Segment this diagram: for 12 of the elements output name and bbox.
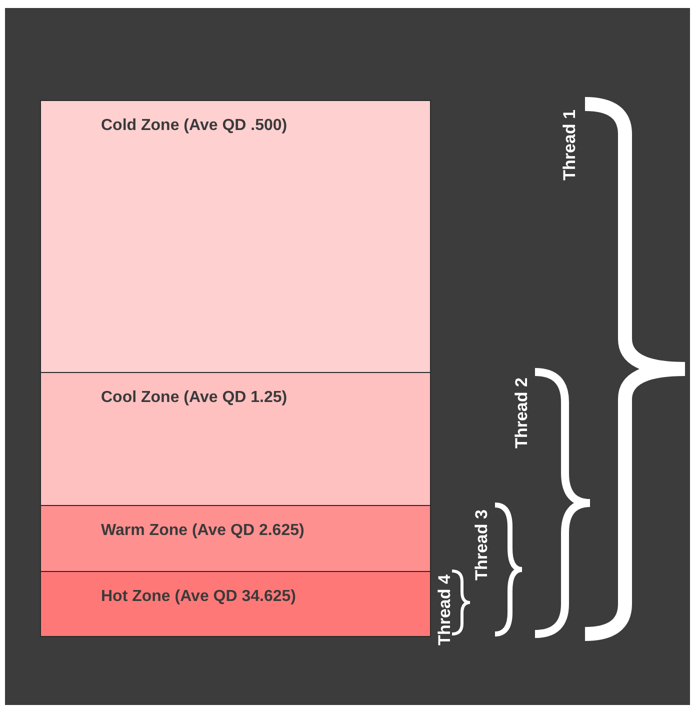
zone-band xyxy=(40,372,431,506)
zone-band xyxy=(40,571,431,637)
zone-label: Hot Zone (Ave QD 34.625) xyxy=(101,588,296,606)
thread-label: Thread 1 xyxy=(560,110,580,180)
zone-label: Warm Zone (Ave QD 2.625) xyxy=(101,522,304,540)
thread-label: Thread 3 xyxy=(472,510,492,580)
zone-band xyxy=(40,100,431,373)
thread-label: Thread 2 xyxy=(512,378,532,448)
zone-band xyxy=(40,505,431,572)
zone-label: Cool Zone (Ave QD 1.25) xyxy=(101,389,288,407)
thread-label: Thread 4 xyxy=(435,574,455,646)
zone-label: Cold Zone (Ave QD .500) xyxy=(101,117,288,135)
